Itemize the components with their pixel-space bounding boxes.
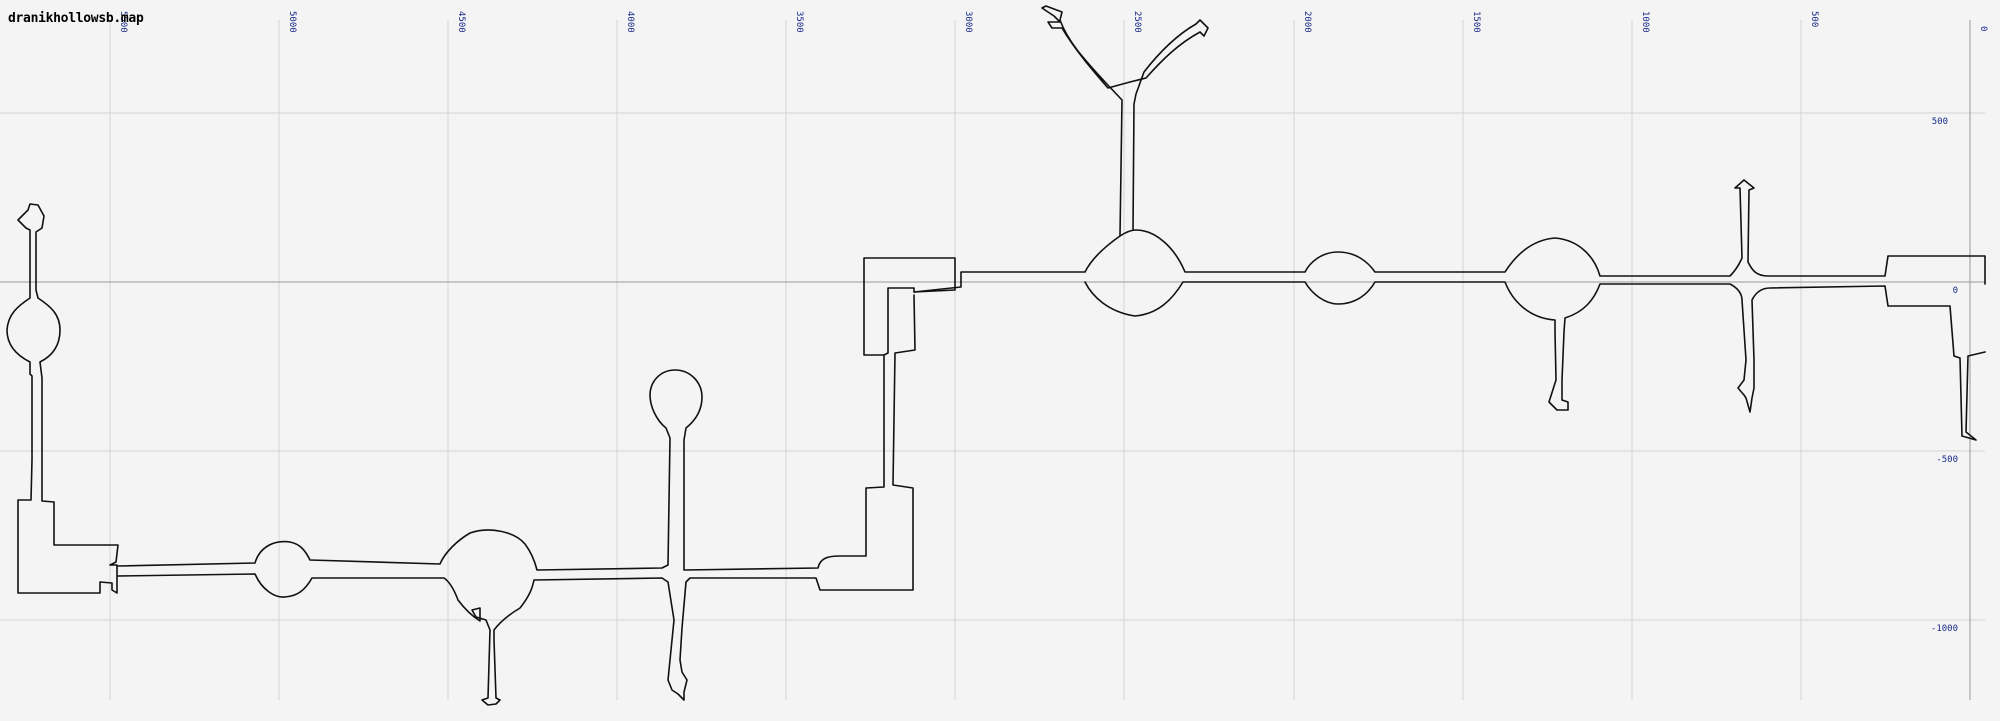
wall-segment [6,203,119,594]
tick-labels: 5500 5000 4500 4000 3500 3000 2500 2000 … [118,11,1988,634]
wall-segment [117,294,916,706]
map-filename-title: dranikhollowsb.map [8,11,144,26]
x-tick-label: 1500 [1471,11,1481,33]
axis-lines [0,20,1985,700]
x-tick-label: 500 [1809,11,1819,27]
x-tick-label: 3000 [963,11,973,33]
wall-segment [913,179,1986,293]
x-tick-label: 1000 [1640,11,1650,33]
x-tick-label: 2500 [1132,11,1142,33]
wall-segment [117,257,956,571]
y-tick-label: -500 [1936,455,1958,465]
x-tick-label: 3500 [794,11,804,33]
x-tick-label: 0 [1978,26,1988,31]
x-tick-label: 5000 [287,11,297,33]
grid-lines [0,20,1985,700]
y-tick-label: 0 [1953,286,1958,296]
y-tick-label: -1000 [1931,624,1958,634]
x-tick-label: 5500 [118,11,128,33]
wall-segment [1041,5,1209,237]
x-tick-label: 4000 [625,11,635,33]
x-tick-label: 4500 [456,11,466,33]
wall-segment [1084,281,1986,441]
y-tick-label: 500 [1932,117,1948,127]
x-tick-label: 2000 [1302,11,1312,33]
zone-walls [6,5,1986,706]
